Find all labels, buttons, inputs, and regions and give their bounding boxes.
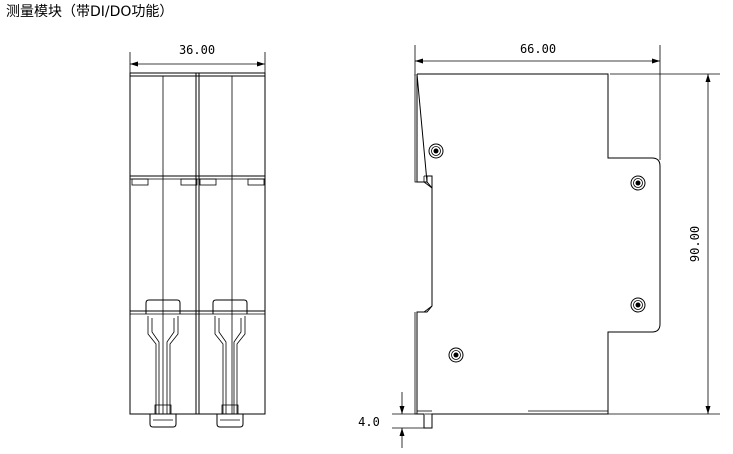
side-height-label: 90.00 xyxy=(688,226,702,262)
screw-terminal-3 xyxy=(630,297,646,313)
side-height-dimension: 90.00 xyxy=(425,73,720,415)
side-view: 66.00 90.00 xyxy=(358,42,720,448)
front-width-label: 36.00 xyxy=(179,43,215,57)
front-body-outline xyxy=(129,72,266,415)
screw-terminal-4 xyxy=(448,347,464,363)
rail-offset-label: 4.0 xyxy=(358,415,380,429)
diagram-title: 测量模块（带DI/DO功能） xyxy=(6,4,174,20)
front-view: 36.00 xyxy=(129,43,266,428)
din-rail-clip-right xyxy=(212,299,248,428)
din-rail-clip-left xyxy=(145,299,181,428)
screw-terminal-2 xyxy=(630,175,646,191)
front-width-dimension: 36.00 xyxy=(129,43,266,76)
side-width-dimension: 66.00 xyxy=(414,42,661,160)
side-housing-outline xyxy=(416,73,661,429)
side-width-label: 66.00 xyxy=(520,42,556,56)
rail-offset-dimension: 4.0 xyxy=(358,392,432,448)
screw-terminal-1 xyxy=(428,143,444,159)
